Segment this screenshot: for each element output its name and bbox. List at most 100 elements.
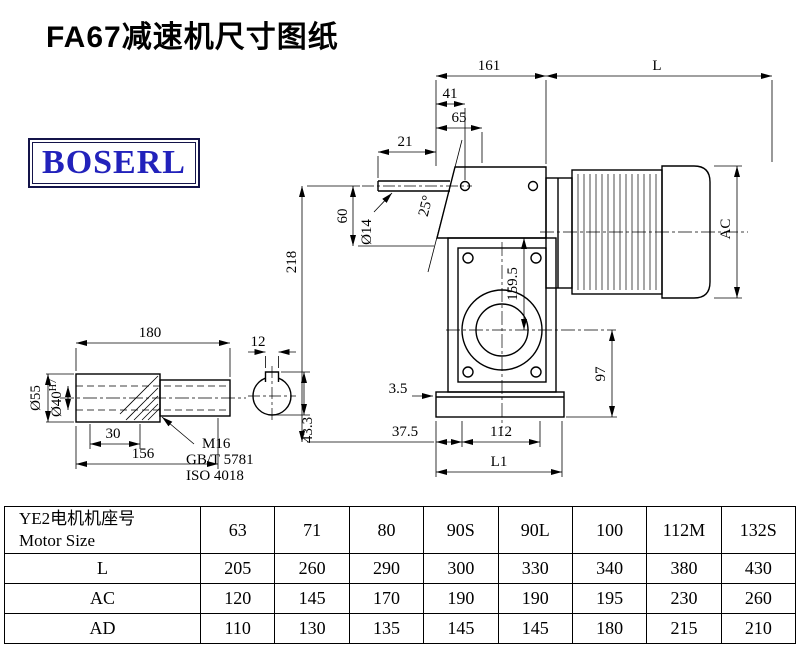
logo-text: BOSERL <box>42 144 186 181</box>
dim-d55: Ø55 <box>28 385 44 411</box>
table-cell: 130 <box>274 613 350 644</box>
boserl-logo: BOSERL <box>28 138 200 188</box>
table-cell-size: 80 <box>348 506 425 554</box>
page-title: FA67减速机尺寸图纸 <box>46 21 339 54</box>
dim-key-group: 12 43.3 <box>248 334 316 443</box>
dim-156-group: 156 <box>75 418 219 469</box>
table-cell: 290 <box>348 553 425 584</box>
dim-43-3: 43.3 <box>300 417 316 443</box>
spline-hatch <box>119 375 161 421</box>
motor-fan-cowl <box>661 165 711 299</box>
dim-159-5: 159.5 <box>505 267 521 301</box>
header-motor-size-en: Motor Size <box>19 531 96 550</box>
table-cell-size: 132S <box>720 506 797 554</box>
dim-3-5: 3.5 <box>389 381 408 397</box>
standard-gb: GB/T 5781 <box>186 452 254 468</box>
table-cell: 170 <box>348 583 425 614</box>
motor-size-table: YE2电机机座号 Motor Size 63 71 80 90S 90L 100… <box>4 506 797 644</box>
dim-180-group: 180 <box>75 325 231 377</box>
table-cell: 180 <box>571 613 648 644</box>
dim-30-group: 30 <box>89 424 141 449</box>
table-cell: 260 <box>274 553 350 584</box>
header-motor-size: YE2电机机座号 Motor Size <box>4 506 201 554</box>
bolt-hole <box>462 366 474 378</box>
bolt-hole <box>459 180 471 192</box>
dim-41: 41 <box>443 86 458 102</box>
dim-218: 218 <box>284 251 300 274</box>
angle-reference: 25° <box>416 139 463 273</box>
dim-d40h7: Ø40H7 <box>48 379 65 417</box>
dim-bottom-group: 37.5 112 L1 <box>392 421 563 477</box>
table-cell: 190 <box>423 583 499 614</box>
dim-d14: Ø14 <box>359 219 375 245</box>
dim-159-group: 159.5 <box>505 238 527 330</box>
dim-30: 30 <box>106 426 121 442</box>
row-label-L: L <box>4 553 201 584</box>
table-cell: 215 <box>646 613 722 644</box>
table-cell: 205 <box>199 553 276 584</box>
dim-h7-tolerance: H7 <box>48 379 59 391</box>
key-detail-centerlines <box>248 366 296 422</box>
table-cell: 110 <box>199 613 276 644</box>
dim-L: L <box>652 58 661 74</box>
dim-37-5: 37.5 <box>392 424 418 440</box>
table-cell: 380 <box>646 553 722 584</box>
bolt-hole <box>530 252 542 264</box>
dim-156: 156 <box>132 446 155 462</box>
bolt-hole <box>462 252 474 264</box>
dim-12: 12 <box>251 334 266 350</box>
mounting-foot <box>435 391 565 418</box>
dim-25deg: 25° <box>416 194 437 218</box>
table-cell-size: 71 <box>274 506 350 554</box>
table-cell-size: 90S <box>423 506 499 554</box>
thread-callout: M16 <box>202 436 231 452</box>
row-label-AC: AC <box>4 583 201 614</box>
bolt-hole <box>530 366 542 378</box>
dim-21: 21 <box>398 134 413 150</box>
shaft-dia-callout: Ø14 <box>359 192 393 245</box>
dim-60: 60 <box>335 209 351 224</box>
dim-top-group: 161 L 41 65 21 <box>377 58 773 180</box>
dim-AC-group: AC <box>714 165 742 299</box>
table-cell: 145 <box>274 583 350 614</box>
motor-adapter-flange <box>545 177 573 289</box>
table-cell-size: 63 <box>199 506 276 554</box>
table-cell-size: 100 <box>571 506 648 554</box>
table-cell: 210 <box>720 613 797 644</box>
table-cell: 260 <box>720 583 797 614</box>
table-cell-size: 112M <box>646 506 722 554</box>
dim-112: 112 <box>490 424 512 440</box>
table-header-row: YE2电机机座号 Motor Size 63 71 80 90S 90L 100… <box>4 506 797 554</box>
table-cell: 190 <box>497 583 573 614</box>
technical-drawing: 161 L 41 65 21 25° Ø14 60 <box>28 58 773 484</box>
table-cell: 120 <box>199 583 276 614</box>
dim-97: 97 <box>593 366 609 382</box>
table-row-L: L 205 260 290 300 330 340 380 430 <box>4 553 797 584</box>
output-centerlines <box>446 242 616 428</box>
dim-97-group: 97 <box>566 330 617 418</box>
dim-180: 180 <box>139 325 162 341</box>
thread-callout-group: M16 GB/T 5781 ISO 4018 <box>161 416 254 484</box>
upper-housing <box>436 166 547 239</box>
bolt-hole <box>527 180 539 192</box>
dim-L1: L1 <box>491 454 508 470</box>
table-cell: 340 <box>571 553 648 584</box>
header-motor-size-cn: YE2电机机座号 <box>19 509 136 528</box>
table-cell-size: 90L <box>497 506 573 554</box>
dim-od-group: Ø55 Ø40H7 <box>28 373 74 423</box>
standard-iso: ISO 4018 <box>186 468 244 484</box>
dim-AC: AC <box>718 219 734 240</box>
table-cell: 330 <box>497 553 573 584</box>
row-label-AD: AD <box>4 613 201 644</box>
table-cell: 300 <box>423 553 499 584</box>
table-row-AD: AD 110 130 135 145 145 180 215 210 <box>4 613 797 644</box>
table-cell: 135 <box>348 613 425 644</box>
shaft-bore-lines <box>76 385 230 411</box>
table-cell: 195 <box>571 583 648 614</box>
dim-161: 161 <box>478 58 501 74</box>
table-cell: 145 <box>497 613 573 644</box>
table-cell: 145 <box>423 613 499 644</box>
foot-lip-callout: 3.5 <box>389 381 433 399</box>
table-cell: 430 <box>720 553 797 584</box>
table-row-AC: AC 120 145 170 190 190 195 230 260 <box>4 583 797 614</box>
